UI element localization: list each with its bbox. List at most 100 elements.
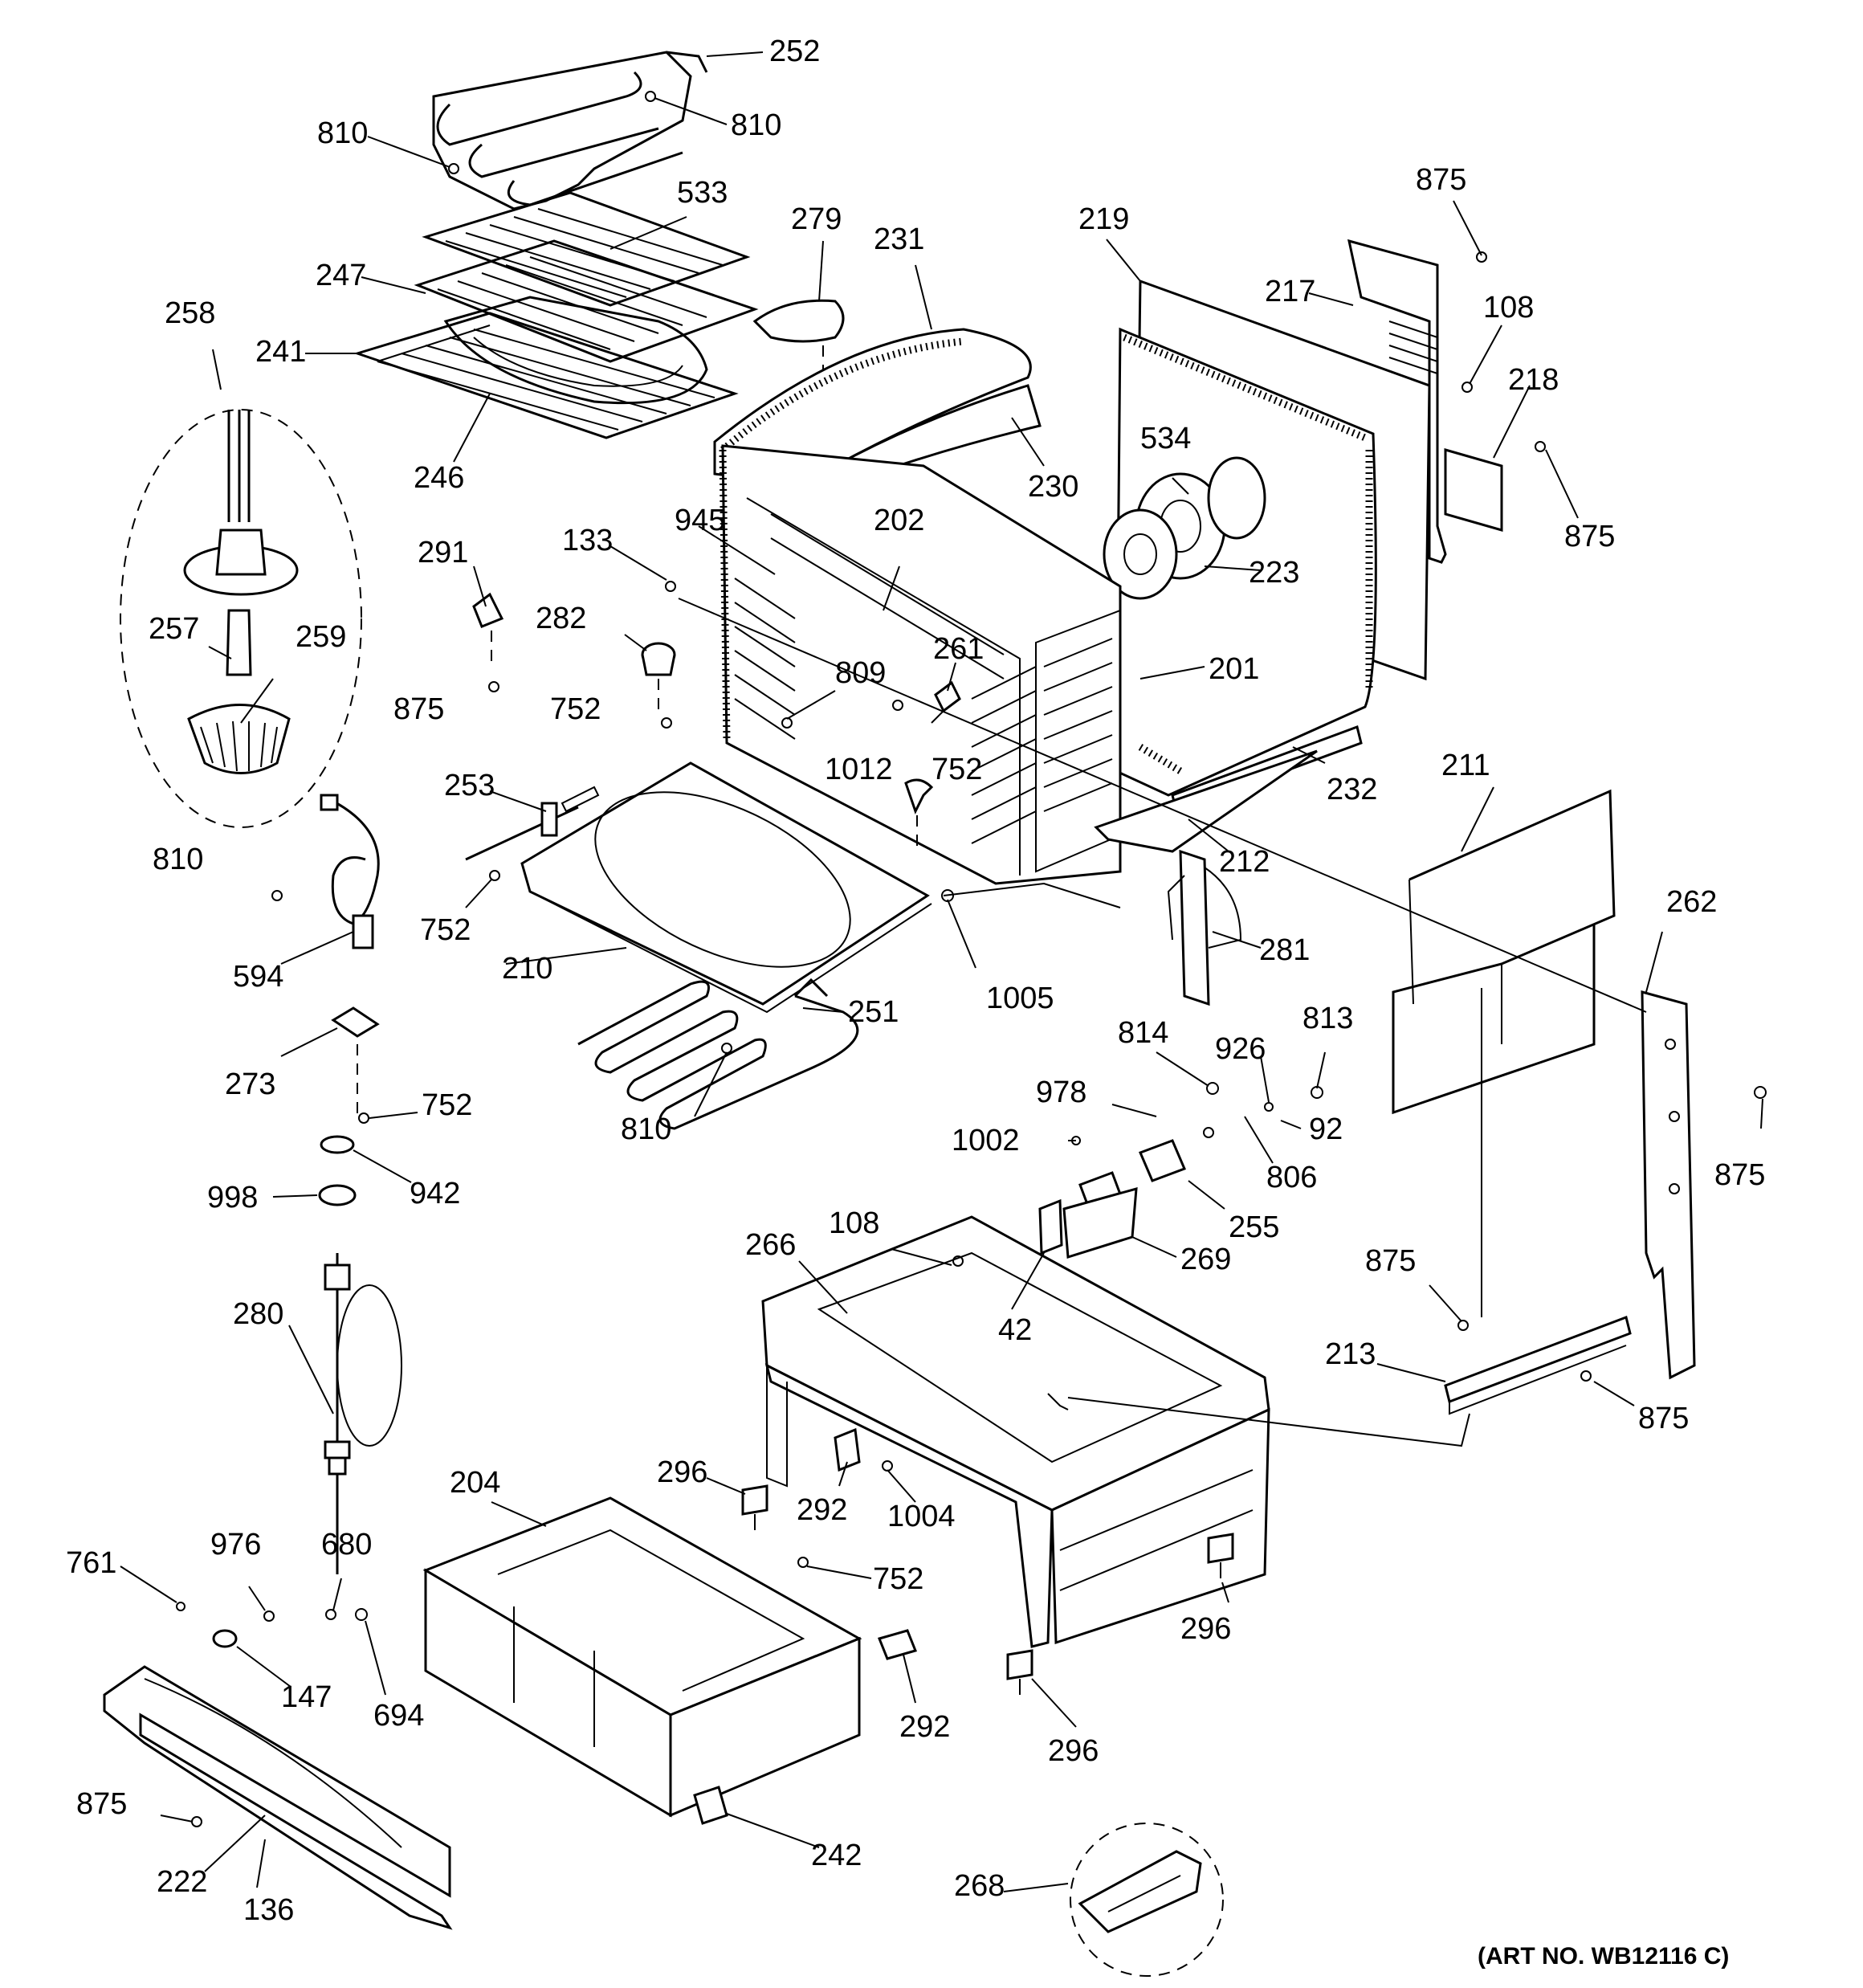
callout-296: 296 [657, 1455, 707, 1489]
oven-sensor-282 [641, 642, 676, 715]
callout-926: 926 [1215, 1032, 1266, 1066]
drawer-glide-292 [693, 1427, 918, 1825]
callout-257: 257 [149, 612, 199, 646]
callout-761: 761 [66, 1546, 116, 1580]
callout-534: 534 [1140, 422, 1191, 455]
callout-232: 232 [1327, 773, 1377, 806]
callout-292: 292 [899, 1710, 950, 1744]
callout-296: 296 [1048, 1734, 1099, 1768]
callout-875: 875 [1365, 1244, 1416, 1278]
callout-752: 752 [422, 1088, 472, 1122]
callout-258: 258 [165, 296, 215, 330]
grommet-273 [331, 1006, 380, 1116]
callout-594: 594 [233, 960, 283, 994]
callout-976: 976 [210, 1528, 261, 1561]
light-socket-261 [931, 680, 961, 724]
callout-269: 269 [1180, 1243, 1231, 1276]
callout-108: 108 [1483, 291, 1534, 325]
rear-cover-211 [1392, 789, 1616, 1115]
callout-268: 268 [954, 1869, 1005, 1903]
side-strap-262 [1641, 990, 1696, 1380]
door-stop-1012 [904, 778, 934, 851]
callout-942: 942 [410, 1177, 460, 1210]
leader-lines [120, 51, 1763, 1892]
callout-1002: 1002 [952, 1124, 1020, 1157]
oven-cavity-202 [719, 444, 1122, 885]
callout-247: 247 [316, 259, 366, 292]
callout-251: 251 [848, 995, 899, 1029]
callout-255: 255 [1229, 1210, 1279, 1244]
callout-296: 296 [1180, 1612, 1231, 1646]
convection-fan-223 [1103, 456, 1266, 600]
callout-231: 231 [874, 222, 924, 256]
callout-92: 92 [1309, 1112, 1343, 1146]
callout-210: 210 [502, 952, 552, 986]
callout-136: 136 [243, 1893, 294, 1927]
callout-133: 133 [562, 524, 613, 557]
callout-201: 201 [1209, 652, 1259, 686]
callout-752: 752 [932, 753, 982, 786]
callout-810: 810 [153, 843, 203, 876]
door-hinge-281 [1167, 849, 1242, 1006]
callout-219: 219 [1078, 202, 1129, 236]
callout-810: 810 [621, 1112, 671, 1146]
oven-rack-241 [353, 312, 739, 439]
callout-242: 242 [811, 1839, 862, 1872]
callout-259: 259 [296, 620, 346, 654]
callout-533: 533 [677, 176, 728, 210]
callout-814: 814 [1118, 1016, 1168, 1050]
callout-875: 875 [1638, 1402, 1689, 1435]
callout-279: 279 [791, 202, 842, 236]
oven-back-201 [1115, 327, 1377, 797]
callout-280: 280 [233, 1297, 283, 1331]
callout-752: 752 [873, 1562, 923, 1596]
callout-998: 998 [207, 1181, 258, 1214]
callout-202: 202 [874, 504, 924, 537]
callout-241: 241 [255, 335, 306, 369]
callout-252: 252 [769, 35, 820, 68]
callout-292: 292 [797, 1493, 847, 1527]
callout-labels: 252 810 810 533 279 231 219 875 217 108 … [66, 35, 1765, 1927]
callout-273: 273 [225, 1067, 275, 1101]
callout-266: 266 [745, 1228, 796, 1262]
callout-261: 261 [933, 632, 984, 666]
broiler-pan-insert-247 [414, 239, 759, 363]
callout-752: 752 [420, 913, 471, 947]
callout-875: 875 [1416, 163, 1466, 197]
wire-harness-594 [320, 794, 380, 949]
callout-1004: 1004 [887, 1500, 956, 1533]
callout-1012: 1012 [825, 753, 893, 786]
storage-drawer-204 [422, 1496, 862, 1818]
callout-218: 218 [1508, 363, 1559, 397]
callout-875: 875 [1564, 520, 1615, 553]
meat-probe-280 [324, 1253, 402, 1574]
callout-204: 204 [450, 1466, 500, 1500]
fan-motor-group-258 [120, 409, 362, 828]
callout-875: 875 [393, 692, 444, 726]
bake-element-251 [577, 978, 859, 1130]
door-switch-255 [1038, 1139, 1186, 1259]
washer-942 [318, 1135, 357, 1206]
callout-230: 230 [1028, 470, 1078, 504]
drawer-front-136 [103, 1665, 453, 1930]
callout-147: 147 [281, 1680, 332, 1714]
art-number: (ART NO. WB12116 C) [1478, 1943, 1729, 1970]
bracket-213 [1444, 1316, 1632, 1415]
leveling-leg-296 [741, 1484, 1234, 1695]
callout-211: 211 [1441, 749, 1490, 782]
callout-222: 222 [157, 1865, 207, 1899]
callout-978: 978 [1036, 1076, 1086, 1109]
callout-291: 291 [418, 536, 468, 569]
inset-detail-268 [1070, 1823, 1224, 1977]
callout-875: 875 [1714, 1158, 1765, 1192]
callout-42: 42 [998, 1313, 1032, 1347]
callout-806: 806 [1266, 1161, 1317, 1194]
rear-duct-217 [1347, 239, 1447, 564]
callout-694: 694 [373, 1699, 424, 1733]
callout-253: 253 [444, 769, 495, 802]
callout-262: 262 [1666, 885, 1717, 919]
rear-bracket-218 [1444, 448, 1503, 532]
callout-945: 945 [675, 504, 725, 537]
callout-810: 810 [317, 116, 368, 150]
